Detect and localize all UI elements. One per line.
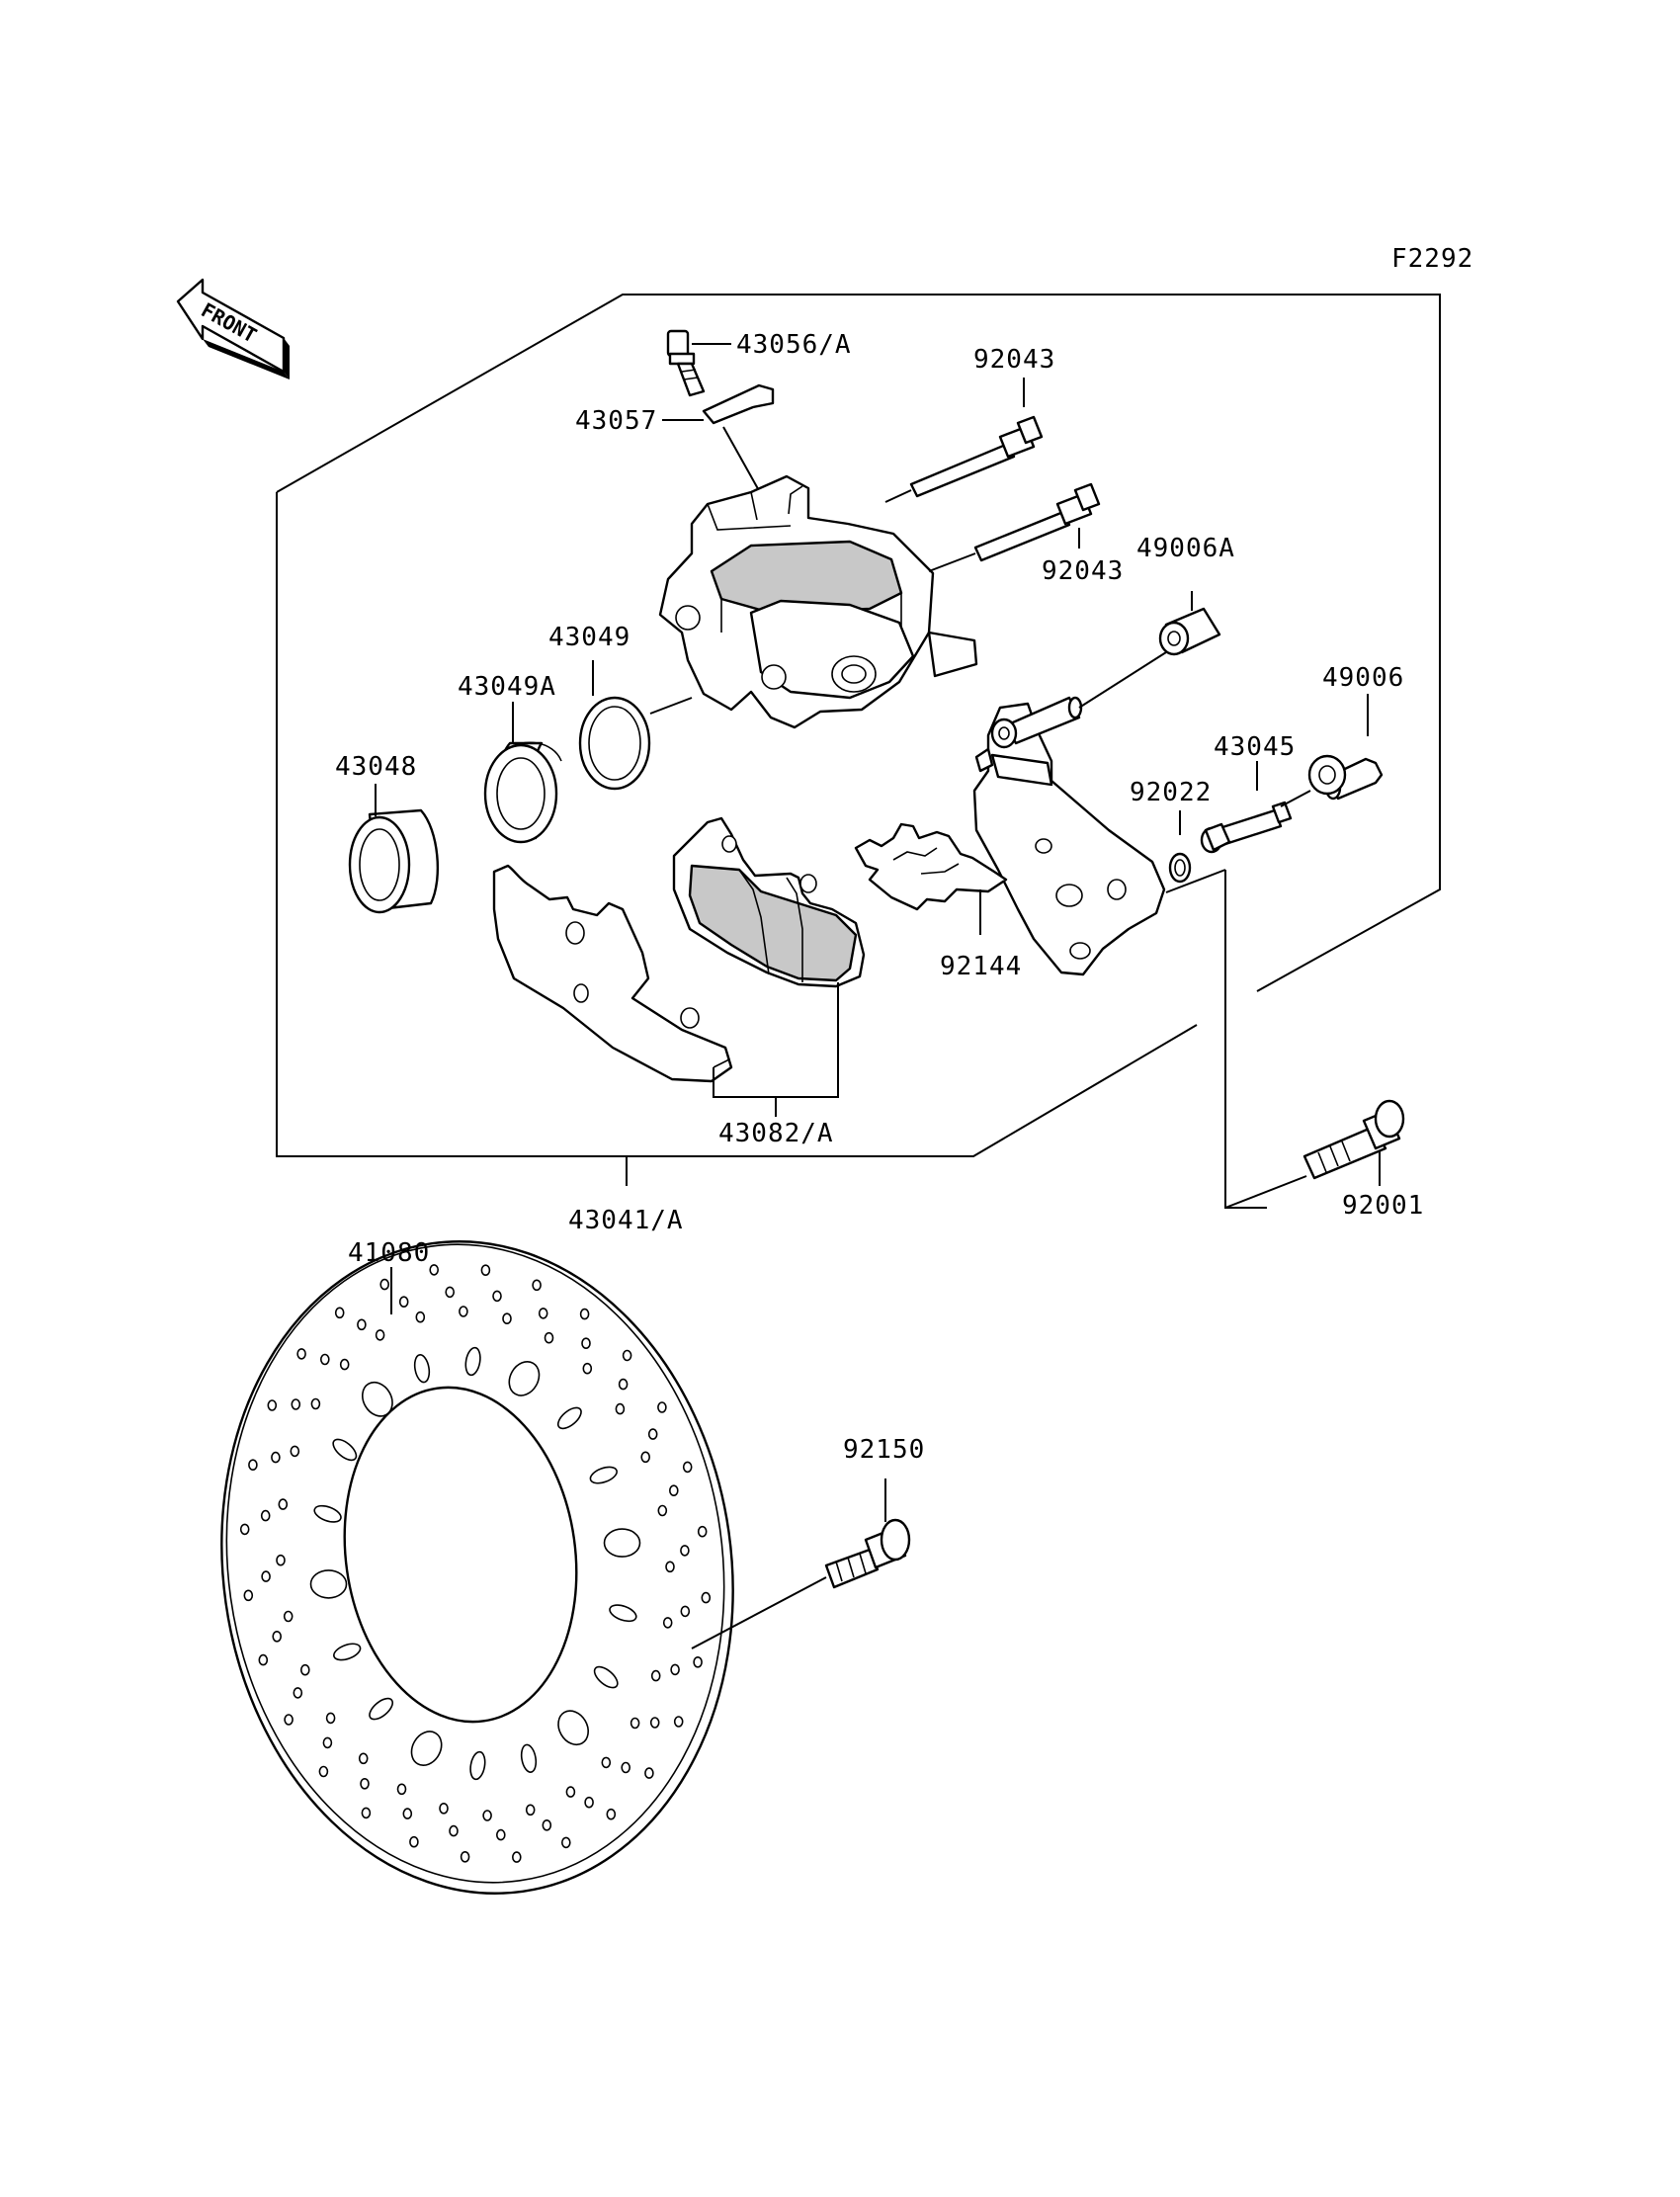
callout-92043-top: 92043 xyxy=(973,345,1055,375)
callout-49006A: 49006A xyxy=(1136,534,1235,563)
figure-code: F2292 xyxy=(1391,244,1473,274)
slide-pin-upper xyxy=(909,415,1044,498)
callout-43049A: 43049A xyxy=(458,672,556,702)
brake-disc xyxy=(220,1240,734,1895)
callout-49006: 49006 xyxy=(1322,663,1404,693)
callout-92144: 92144 xyxy=(940,952,1022,981)
dust-boot xyxy=(1307,754,1384,801)
front-direction-arrow-icon: FRONT xyxy=(176,278,290,380)
slide-pin-lower xyxy=(973,482,1101,562)
caliper-bracket xyxy=(972,696,1166,976)
pad-spring xyxy=(854,822,1008,911)
callout-92022: 92022 xyxy=(1130,778,1212,807)
valve-cap xyxy=(702,383,775,425)
mounting-bolt xyxy=(1302,1099,1405,1180)
washer xyxy=(1168,852,1192,884)
callout-92043-bottom: 92043 xyxy=(1042,556,1124,586)
callout-43082A: 43082/A xyxy=(718,1119,834,1148)
bleed-valve xyxy=(666,329,706,397)
piston-seal xyxy=(578,696,651,791)
callout-43056A: 43056/A xyxy=(736,330,852,360)
brake-pad-outer xyxy=(492,864,733,1083)
callout-43041A: 43041/A xyxy=(568,1206,684,1235)
caliper-body xyxy=(658,474,978,729)
dust-seal xyxy=(483,741,562,844)
brake-pad-inner xyxy=(672,816,866,988)
assembly-boundary xyxy=(276,294,1441,992)
dust-boot-a xyxy=(1158,607,1221,656)
callout-43049: 43049 xyxy=(548,623,630,652)
callout-43048: 43048 xyxy=(335,752,417,782)
disc-bolt xyxy=(824,1518,911,1589)
caliper-pin xyxy=(1200,801,1293,854)
callout-92001: 92001 xyxy=(1342,1191,1424,1221)
piston xyxy=(348,808,440,914)
callout-43045: 43045 xyxy=(1214,732,1296,762)
callout-92150: 92150 xyxy=(843,1435,925,1465)
callout-41080: 41080 xyxy=(348,1238,430,1268)
callout-43057: 43057 xyxy=(575,406,657,436)
